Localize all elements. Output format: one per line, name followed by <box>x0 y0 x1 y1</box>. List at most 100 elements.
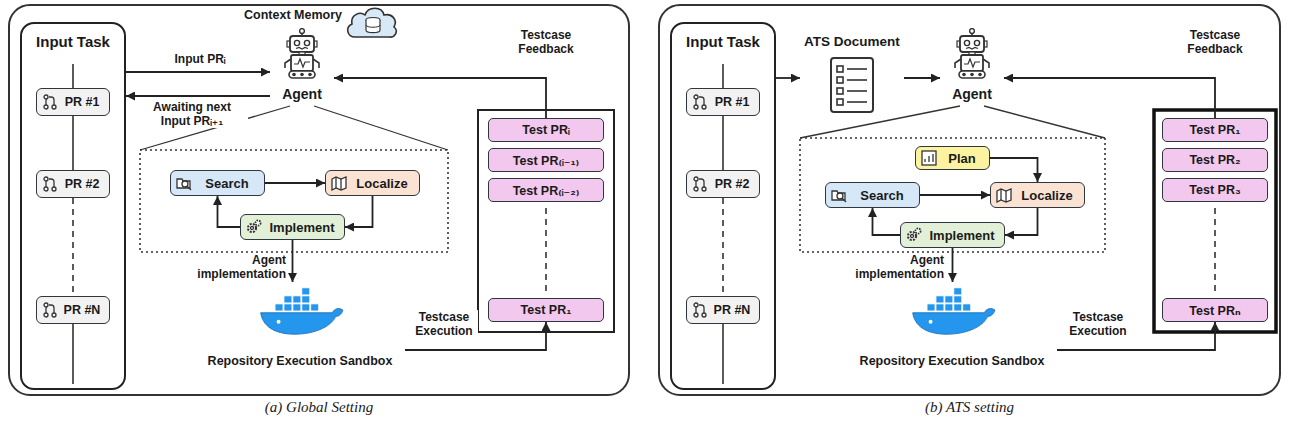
checkbox <box>837 77 843 83</box>
dotted-group-box <box>140 150 448 252</box>
icon-stroke <box>1005 191 1006 202</box>
icon-stroke <box>44 105 48 109</box>
edge-label-text: Testcase Feedback <box>518 28 573 56</box>
pr-box: PR #1 <box>36 88 110 116</box>
icon-group <box>694 177 706 191</box>
localize-step: Localize <box>990 182 1085 208</box>
plan-step: Plan <box>915 146 990 170</box>
icon-stroke <box>932 154 933 162</box>
edge-label: Testcase Feedback <box>500 28 592 56</box>
pr-icon <box>42 94 58 110</box>
checkbox <box>837 99 843 105</box>
node-text: Context Memory <box>244 8 342 22</box>
icon-stroke <box>702 187 706 191</box>
flow-arrow <box>126 95 270 97</box>
pr-box: PR #N <box>686 296 760 324</box>
node-text: Localize <box>356 176 407 191</box>
flow-arrow <box>292 240 294 282</box>
pr-icon <box>692 94 708 110</box>
ats-document: ATS Document <box>800 32 904 118</box>
edge-label: Testcase Feedback <box>1168 28 1262 56</box>
implement-step: Implement <box>900 222 1005 248</box>
timeline-line <box>72 324 74 384</box>
stack-dashed <box>1214 208 1216 292</box>
icon-stroke <box>842 198 846 202</box>
test-box: Test PR₂ <box>1162 148 1268 172</box>
timeline-line <box>722 324 724 384</box>
icon-stroke <box>694 313 698 317</box>
document-icon <box>831 58 873 112</box>
edge-label-text: Awaiting next Input PRᵢ₊₁ <box>153 100 231 128</box>
implement-icon <box>906 227 922 243</box>
edge-label-text: Testcase Execution <box>415 310 472 338</box>
test-box: Test PR₍ᵢ₋₁₎ <box>488 148 604 172</box>
timeline-dashed <box>72 198 74 296</box>
icon-group <box>922 151 936 165</box>
edge-label: Agent implementation <box>194 253 288 281</box>
icon-stroke <box>908 232 916 240</box>
icon-stroke <box>1000 189 1001 200</box>
node-text: Test PRᵢ <box>522 123 569 137</box>
icon-stroke <box>694 105 698 109</box>
node-text: Input Task <box>672 33 774 50</box>
robot-icon <box>285 29 319 78</box>
search-icon <box>831 187 847 203</box>
flow-arrow <box>990 158 1038 182</box>
icon-group <box>44 95 56 109</box>
icon-stroke <box>187 186 191 190</box>
node-text: Search <box>860 188 903 203</box>
text-line <box>847 68 867 70</box>
node-text: Agent <box>282 86 322 102</box>
edge-label-text: Testcase Execution <box>1069 310 1126 338</box>
node-text: Localize <box>1021 188 1072 203</box>
cloud-outline <box>348 8 397 37</box>
pr-icon <box>692 302 708 318</box>
agent-node: Agent <box>270 26 334 104</box>
test-box: Test PR₁ <box>1162 118 1268 142</box>
node-text: Input Task <box>22 33 124 50</box>
node-text: PR #N <box>64 303 101 317</box>
memory-cloud <box>348 8 397 37</box>
node-text: PR #1 <box>65 95 100 109</box>
node-text: PR #1 <box>715 95 750 109</box>
icon-stroke <box>702 313 706 317</box>
icon-stroke <box>49 305 54 313</box>
flow-arrow <box>1005 208 1038 235</box>
text-line <box>847 101 867 103</box>
icon-stroke <box>45 307 46 313</box>
node-text: (b) ATS setting <box>660 399 1279 416</box>
zoom-line <box>984 106 1105 138</box>
icon-stroke <box>340 179 341 190</box>
node-text: Plan <box>948 151 975 166</box>
execution-sandbox: Repository Execution Sandbox <box>195 282 405 372</box>
icon-stroke <box>695 99 696 105</box>
zoom-lines <box>140 106 1105 150</box>
timeline-dashed <box>722 198 724 296</box>
pr-icon <box>42 302 58 318</box>
icon-stroke <box>922 151 936 165</box>
node-text: Implement <box>929 228 994 243</box>
icon-stroke <box>45 181 46 187</box>
flow-arrow <box>265 182 325 184</box>
execution-sandbox: Repository Execution Sandbox <box>847 282 1057 372</box>
text-line <box>847 79 867 81</box>
checkbox <box>837 88 843 94</box>
localize-step: Localize <box>325 170 420 196</box>
edge-label-text: Input PRᵢ <box>174 52 225 66</box>
search-icon <box>176 175 192 191</box>
localize-icon <box>996 187 1012 203</box>
node-text: Repository Execution Sandbox <box>208 354 393 368</box>
icon-stroke <box>45 99 46 105</box>
database-ring <box>366 25 380 27</box>
plan-icon <box>921 150 937 166</box>
implement-icon <box>246 219 262 235</box>
icon-group <box>694 303 706 317</box>
setting-panel: (a) Global SettingInput TaskPR #1PR #2PR… <box>8 4 630 396</box>
input-task-box: Input Task PR #1 PR #2 PR #N <box>20 22 126 390</box>
node-text: Test PR₂ <box>1189 153 1240 167</box>
node-text: Implement <box>269 220 334 235</box>
icon-stroke <box>699 305 704 313</box>
icon-stroke <box>997 189 1011 202</box>
node-text: PR #2 <box>65 177 100 191</box>
